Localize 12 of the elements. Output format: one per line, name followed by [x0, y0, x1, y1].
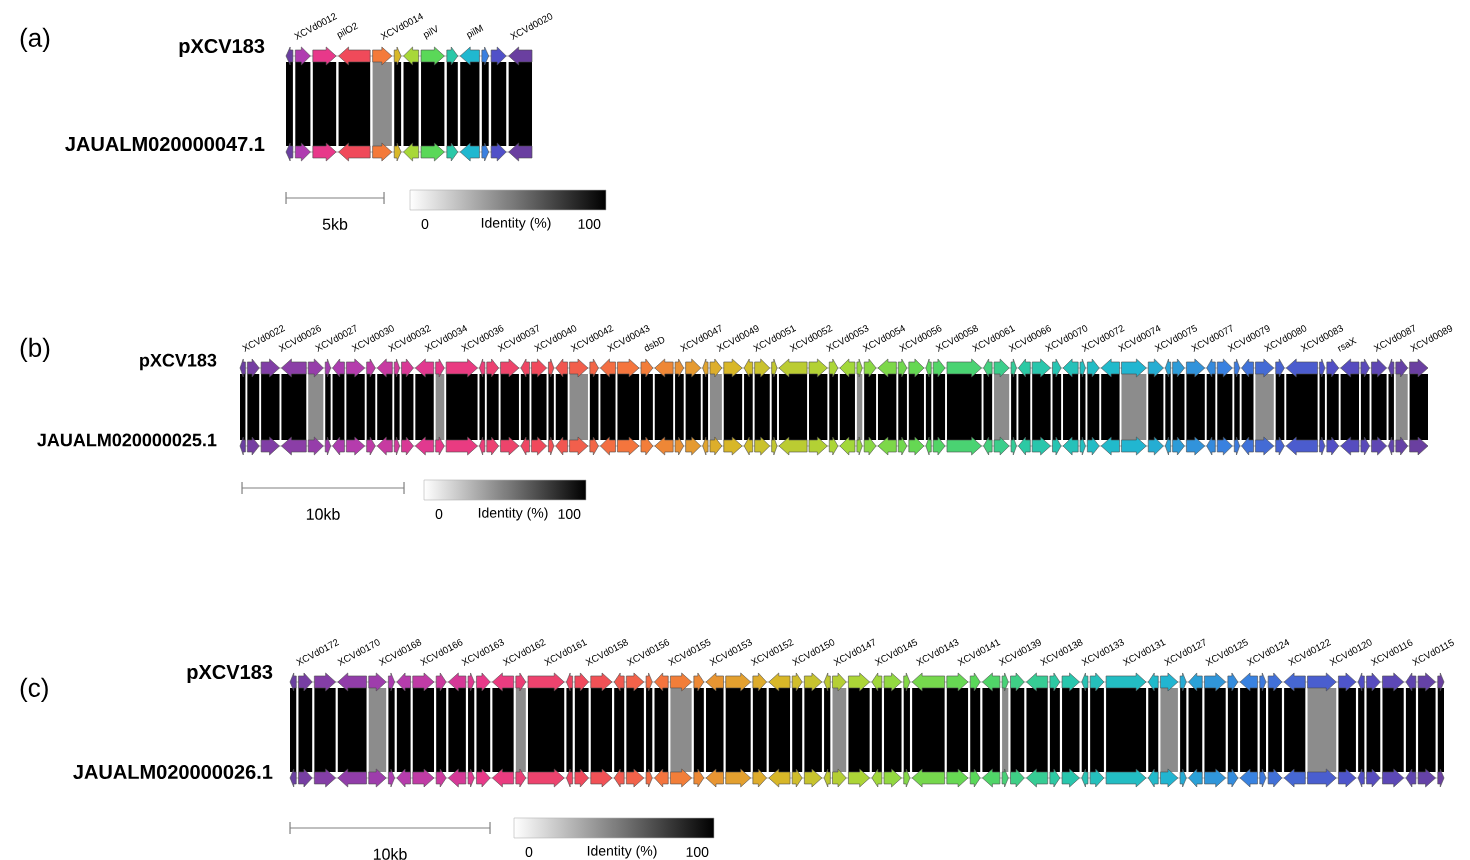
scale-label: 10kb	[306, 508, 340, 520]
panel-label: (c)	[20, 677, 48, 703]
track-label: JAUALM020000025.1	[37, 433, 217, 447]
track-label: JAUALM020000026.1	[73, 764, 273, 780]
panel-label: (a)	[20, 27, 50, 53]
track-label: pXCV183	[140, 353, 217, 371]
track-label: pXCV183	[187, 664, 273, 684]
track-label: JAUALM020000047.1	[65, 136, 265, 152]
track-label: pXCV183	[179, 38, 265, 58]
scale-label: 10kb	[373, 848, 407, 860]
panel-label: (b)	[20, 337, 50, 363]
scale-label: 5kb	[322, 218, 348, 230]
